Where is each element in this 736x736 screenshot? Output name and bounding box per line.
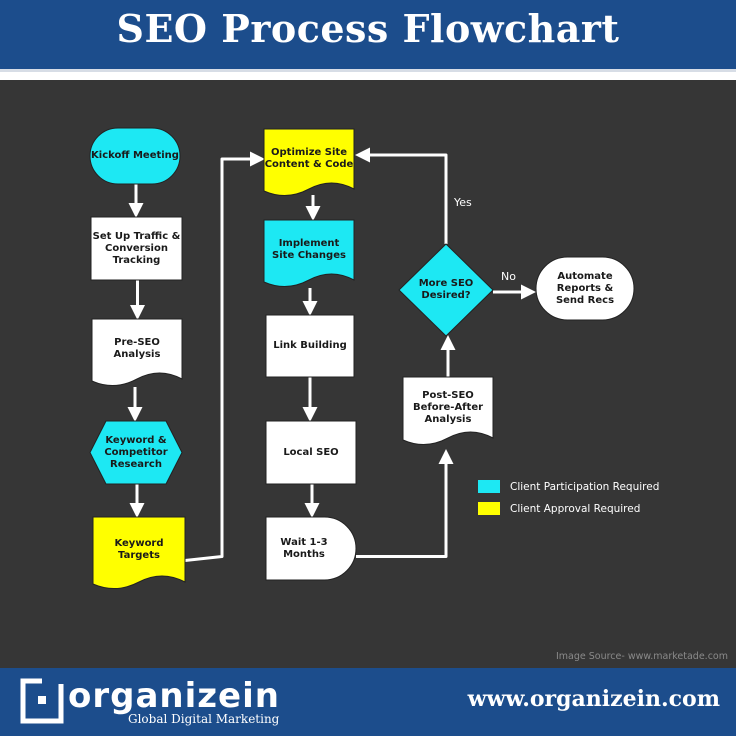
footer-bar: organizein Global Digital Marketing www.…: [0, 668, 736, 736]
legend-swatch-cyan: [478, 480, 500, 493]
flowchart-canvas: Yes No Client Participation Required Cli…: [0, 80, 736, 668]
legend-swatch-yellow: [478, 502, 500, 515]
edge-keyword-targets-to-optimize: [184, 151, 265, 562]
website-link[interactable]: www.organizein.com: [467, 686, 720, 712]
legend-item-approval: Client Approval Required: [478, 502, 640, 515]
edge-wait-to-post-seo: [356, 449, 454, 558]
node-local-seo: [265, 420, 357, 485]
node-keyword-research: [89, 420, 183, 485]
header-banner: SEO Process Flowchart: [0, 0, 736, 72]
node-link-building: [265, 314, 355, 378]
brand-tagline: Global Digital Marketing: [128, 712, 280, 726]
node-decision: [398, 243, 494, 337]
image-source-credit: Image Source- www.marketade.com: [555, 651, 728, 662]
node-keyword-targets: [92, 516, 186, 589]
node-pre-seo: [91, 318, 183, 386]
edge-label-no: No: [501, 270, 516, 283]
legend-label: Client Participation Required: [510, 480, 660, 493]
organizein-logo-icon: [20, 678, 64, 724]
node-post-seo: [402, 376, 494, 445]
node-optimize: [263, 128, 355, 196]
node-implement: [263, 219, 355, 287]
legend-item-participation: Client Participation Required: [478, 480, 659, 493]
edge-decision-to-optimize: [355, 147, 448, 244]
flowchart-diagram: [89, 127, 635, 589]
page-title: SEO Process Flowchart: [116, 6, 620, 51]
brand-logo-text: organizein: [68, 676, 280, 716]
node-wait: [265, 516, 357, 581]
node-automate: [535, 256, 635, 321]
node-tracking: [90, 216, 183, 281]
edge-label-yes: Yes: [454, 196, 472, 209]
legend-label: Client Approval Required: [510, 502, 641, 515]
node-kickoff: [89, 127, 181, 185]
